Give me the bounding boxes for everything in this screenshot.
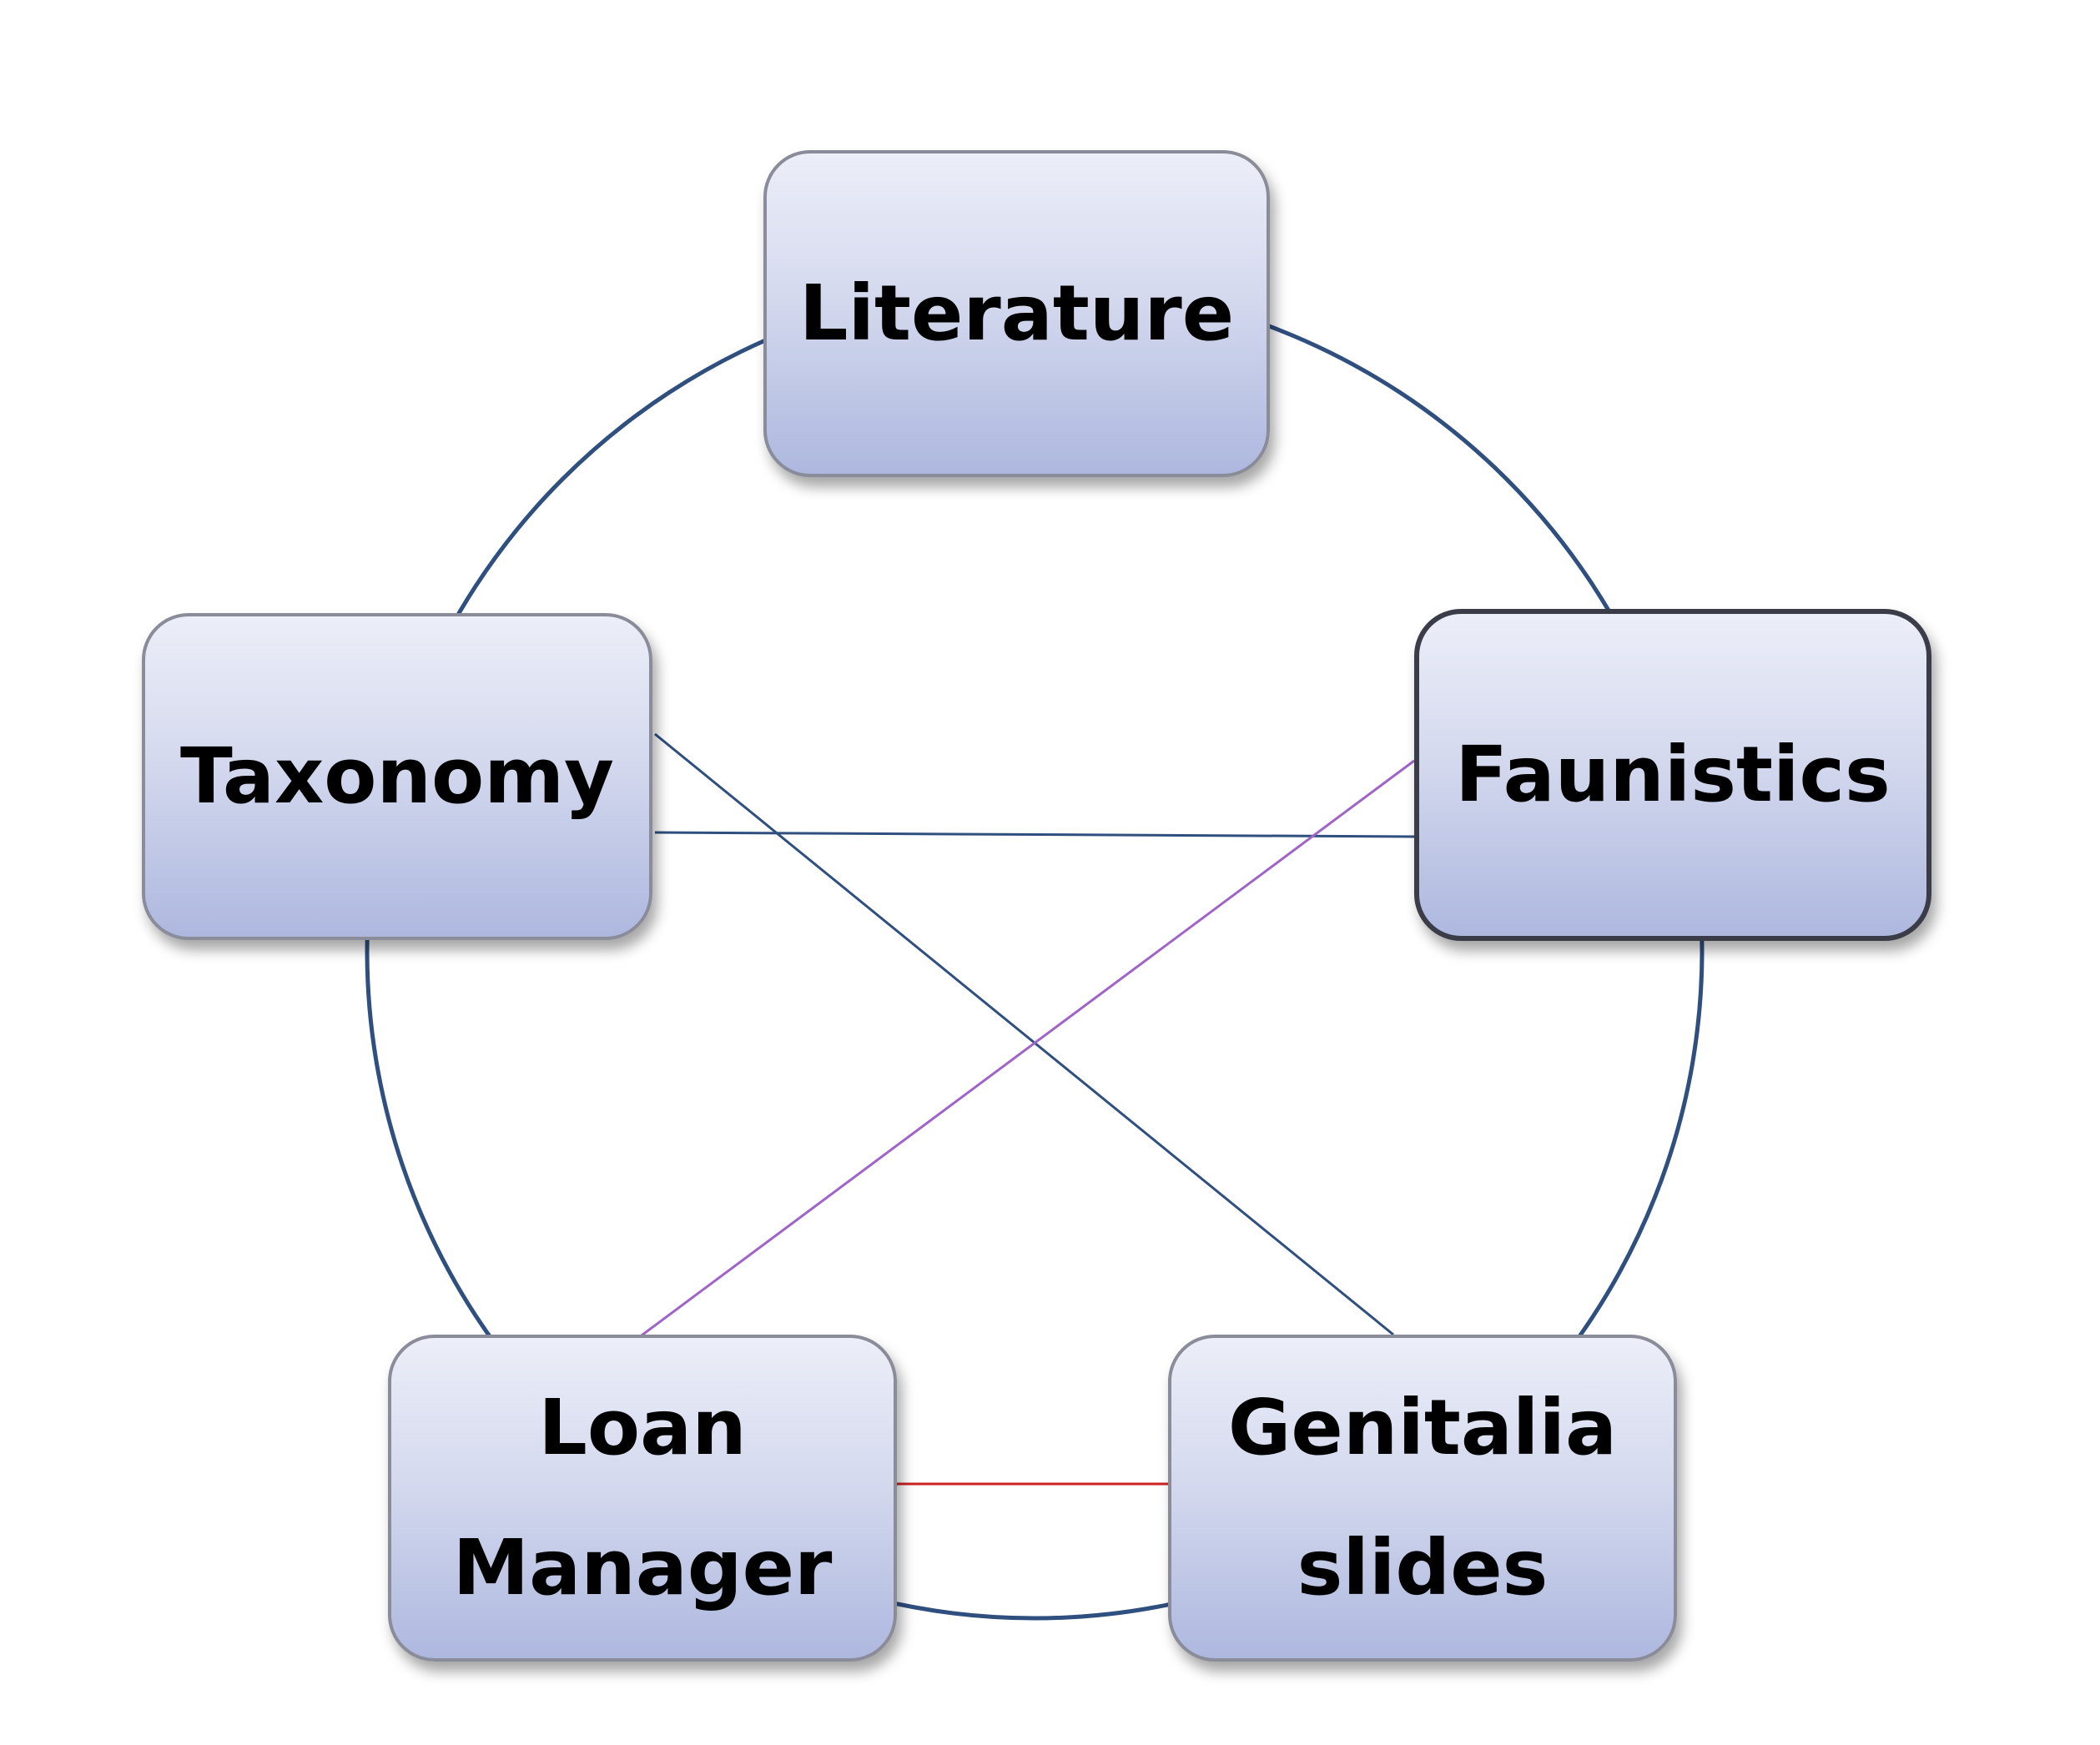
loan-manager-label-line1: Loan [538, 1383, 747, 1472]
taxonomy-node[interactable]: Taxonomy [142, 613, 652, 940]
link-faunistics-loan [625, 759, 1415, 1349]
faunistics-node[interactable]: Faunistics [1414, 609, 1931, 941]
literature-label: Literature [798, 269, 1235, 358]
link-taxonomy-faunistics [654, 831, 1415, 838]
literature-node[interactable]: Literature [763, 150, 1270, 477]
loan-manager-label-line2: Manager [452, 1523, 833, 1612]
taxonomy-label: Taxonomy [179, 732, 615, 821]
faunistics-label: Faunistics [1455, 730, 1891, 819]
genitalia-slides-label-line1: Genitalia [1227, 1383, 1618, 1472]
genitalia-slides-label-line2: slides [1297, 1523, 1549, 1612]
genitalia-slides-node[interactable]: Genitalia slides [1168, 1335, 1677, 1662]
loan-manager-node[interactable]: Loan Manager [388, 1335, 897, 1662]
link-taxonomy-genitalia [654, 732, 1394, 1336]
